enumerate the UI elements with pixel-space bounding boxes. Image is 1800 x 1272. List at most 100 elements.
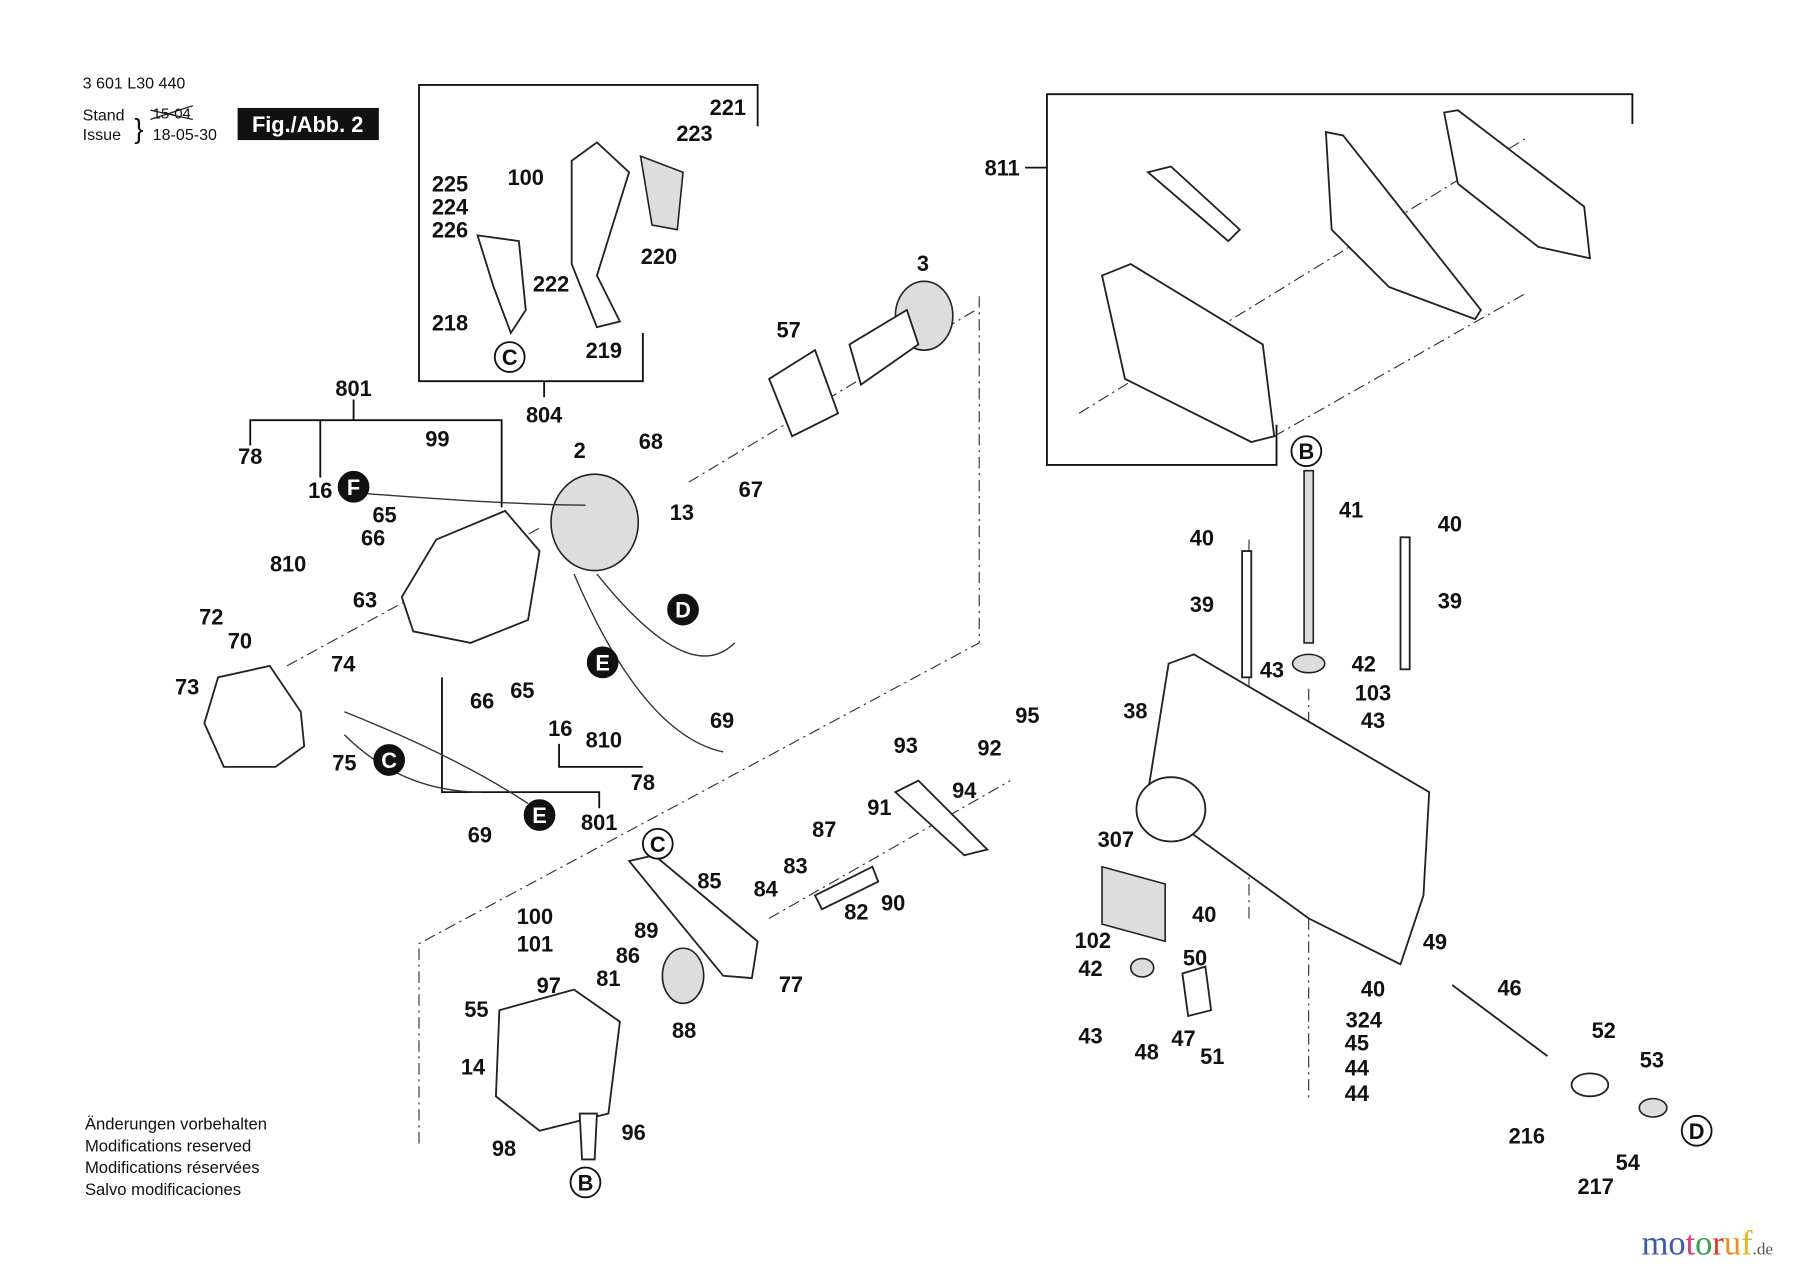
part-label-216: 216 <box>1509 1123 1545 1148</box>
part-label-84: 84 <box>754 877 778 902</box>
callout-circle <box>373 744 405 776</box>
figure-badge <box>237 107 379 141</box>
part-label-38: 38 <box>1123 699 1147 724</box>
callout-c: C <box>493 341 526 373</box>
stand-label: Stand <box>83 107 125 125</box>
part-label-83: 83 <box>783 854 807 879</box>
centerline <box>1078 137 1528 414</box>
callout-circle <box>1680 1114 1713 1147</box>
spindle-96 <box>578 1112 598 1161</box>
note-fr: Modifications réservées <box>85 1158 260 1177</box>
callout-circle <box>569 1166 602 1199</box>
part-number: 3 601 L30 440 <box>83 74 186 92</box>
part-label-72: 72 <box>199 605 223 630</box>
bracket-94 <box>893 779 990 857</box>
callout-e: E <box>586 646 619 679</box>
callout-circle <box>337 470 370 503</box>
issue-date: 18-05-30 <box>153 126 217 144</box>
part-label-44: 44 <box>1345 1056 1369 1081</box>
centerline <box>418 296 980 1148</box>
part-label-810: 810 <box>270 552 306 577</box>
part-label-220: 220 <box>641 244 677 269</box>
shaft-46 <box>1451 984 1548 1057</box>
part-label-324: 324 <box>1346 1007 1382 1032</box>
part-label-67: 67 <box>739 477 763 502</box>
part-label-39: 39 <box>1190 592 1214 617</box>
callout-circle <box>523 799 556 831</box>
callout-letter: E <box>532 803 547 828</box>
callout-letter: B <box>578 1170 594 1195</box>
part-label-13: 13 <box>670 500 694 525</box>
callout-letter: C <box>650 832 666 857</box>
note-en: Modifications reserved <box>85 1136 251 1155</box>
part-label-49: 49 <box>1423 929 1447 954</box>
blade-guard <box>1100 263 1276 443</box>
part-label-92: 92 <box>977 735 1001 760</box>
part-label-69: 69 <box>710 708 734 733</box>
callout-c: C <box>641 827 674 860</box>
callout-circle <box>641 827 674 860</box>
part-label-51: 51 <box>1200 1044 1224 1069</box>
box-804 <box>418 84 759 383</box>
part-label-53: 53 <box>1640 1048 1664 1073</box>
part-label-804: 804 <box>526 402 562 427</box>
part-label-54: 54 <box>1616 1150 1640 1175</box>
label-102 <box>1101 865 1166 943</box>
part-label-99: 99 <box>425 427 449 452</box>
part-label-102: 102 <box>1075 928 1111 953</box>
part-label-43: 43 <box>1361 708 1385 733</box>
part-label-57: 57 <box>777 318 801 343</box>
part-label-95: 95 <box>1015 703 1039 728</box>
part-label-42: 42 <box>1352 652 1376 677</box>
plate-220 <box>639 154 684 231</box>
knob-52 <box>1570 1072 1610 1098</box>
part-label-78: 78 <box>631 770 655 795</box>
callout-b: B <box>1290 435 1323 468</box>
gear-88 <box>661 947 705 1005</box>
part-label-222: 222 <box>533 272 569 297</box>
part-label-42: 42 <box>1078 956 1102 981</box>
box-811 <box>1046 93 1634 466</box>
part-label-66: 66 <box>361 525 385 550</box>
brace: } <box>134 113 143 144</box>
callout-letter: E <box>595 650 610 675</box>
part-label-16: 16 <box>548 716 572 741</box>
shaft-82 <box>813 865 880 911</box>
callout-letter: D <box>675 598 691 623</box>
callout-letter: C <box>381 748 397 773</box>
part-label-44: 44 <box>1345 1081 1369 1106</box>
riving-knife-219 <box>570 141 631 329</box>
wire <box>343 734 483 793</box>
part-label-81: 81 <box>596 966 620 991</box>
gear-42b <box>1129 957 1155 978</box>
part-label-91: 91 <box>867 795 891 820</box>
part-label-88: 88 <box>672 1018 696 1043</box>
bracket-16-78 <box>558 743 643 768</box>
callout-d: D <box>1680 1114 1713 1147</box>
callout-d: D <box>667 593 699 626</box>
part-label-47: 47 <box>1171 1026 1195 1051</box>
part-label-226: 226 <box>432 218 468 243</box>
part-label-98: 98 <box>492 1136 516 1161</box>
part-label-97: 97 <box>537 973 561 998</box>
part-label-100: 100 <box>517 904 553 929</box>
part-label-46: 46 <box>1497 975 1521 1000</box>
part-label-87: 87 <box>812 817 836 842</box>
callout-letter: C <box>502 345 518 370</box>
issue-label: Issue <box>83 126 121 144</box>
part-label-74: 74 <box>331 652 355 677</box>
part-label-48: 48 <box>1135 1040 1159 1065</box>
callout-f: F <box>337 470 370 503</box>
part-label-103: 103 <box>1355 680 1391 705</box>
part-label-94: 94 <box>952 778 976 803</box>
part-label-14: 14 <box>461 1055 485 1080</box>
part-label-225: 225 <box>432 172 468 197</box>
part-label-217: 217 <box>1577 1174 1613 1199</box>
callout-c: C <box>373 744 405 776</box>
document-header: 3 601 L30 440 Stand Issue } 15-04 18-05-… <box>83 74 379 144</box>
part-label-75: 75 <box>332 750 356 775</box>
part-label-85: 85 <box>697 869 721 894</box>
part-label-801: 801 <box>581 810 617 835</box>
wire <box>573 573 724 753</box>
